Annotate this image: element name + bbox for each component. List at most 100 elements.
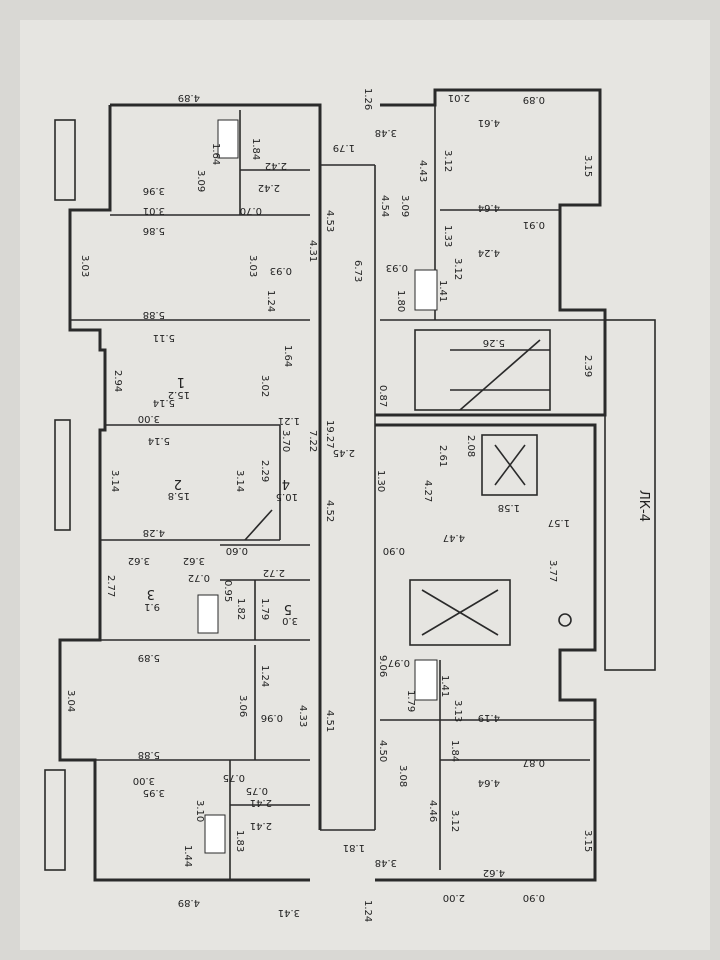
dim-label: 4.53 (324, 210, 335, 232)
dim-label: 2.39 (582, 355, 593, 377)
dim-label: 0.93 (270, 265, 292, 276)
dim-label: 1.79 (333, 142, 355, 153)
dim-label: 1.26 (362, 88, 373, 110)
dim-label: 1.64 (282, 345, 293, 367)
dim-label: 4.43 (417, 160, 428, 182)
dim-label: 0.60 (226, 545, 248, 556)
dim-label: 3.09 (195, 170, 206, 192)
right-wing (375, 88, 656, 882)
dim-label: 2.77 (105, 575, 116, 597)
section-label: ЛК-4 (636, 490, 651, 522)
dim-label: 3.00 (138, 413, 160, 424)
dim-label: 3.12 (452, 258, 463, 280)
bathroom-tile-3 (204, 814, 226, 854)
dim-label: 0.72 (188, 572, 210, 583)
dim-label: 5.89 (138, 652, 160, 663)
dim-label: 3.00 (133, 775, 155, 786)
dim-label: 4.47 (443, 532, 465, 543)
dim-label: 4.54 (379, 195, 390, 217)
dim-label: 4.24 (478, 247, 500, 258)
dim-label: 4.33 (297, 705, 308, 727)
dim-label: 3.70 (280, 430, 291, 452)
dim-label: 0.93 (386, 262, 408, 273)
dim-label: 3.04 (65, 690, 76, 712)
dim-label: 1.57 (548, 517, 570, 528)
dim-label: 3.12 (442, 150, 453, 172)
dim-label: 1.79 (405, 690, 416, 712)
paper-sheet (20, 20, 710, 950)
dim-label: 1.41 (439, 675, 450, 697)
dim-label: 3.95 (143, 787, 165, 798)
dim-label: 3.01 (143, 205, 165, 216)
dim-label: 1.83 (234, 830, 245, 852)
dim-label: 1.24 (362, 900, 373, 922)
dim-label: 3.13 (452, 700, 463, 722)
dim-label: 1.82 (235, 598, 246, 620)
dim-label: 1.41 (437, 280, 448, 302)
dim-label: 1.30 (375, 470, 386, 492)
dim-label: 0.75 (246, 785, 268, 796)
dim-label: 0.90 (383, 545, 405, 556)
dim-label: 3.06 (237, 695, 248, 717)
dim-label: 5.88 (143, 309, 165, 320)
dim-label: 6.73 (352, 260, 363, 282)
dim-label: 5.11 (153, 332, 175, 343)
dim-label: 3.96 (143, 185, 165, 196)
dim-label: 3.77 (547, 560, 558, 582)
dim-label: 5.88 (138, 749, 160, 760)
dim-label: 3.14 (109, 470, 120, 492)
dim-label: 2.45 (333, 447, 355, 458)
dim-label: 3.14 (234, 470, 245, 492)
dim-label: 5.86 (143, 225, 165, 236)
room-2-area: 15.8 (168, 490, 190, 501)
dim-label: 2.41 (250, 820, 272, 831)
dim-label: 2.42 (265, 160, 287, 171)
dim-label: 3.48 (375, 857, 397, 868)
dim-label: 2.29 (259, 460, 270, 482)
dim-label: 0.87 (523, 757, 545, 768)
dim-label: 1.80 (395, 290, 406, 312)
dim-label: 3.03 (247, 255, 258, 277)
bathroom-tile-4 (414, 269, 438, 311)
dim-label: 3.03 (79, 255, 90, 277)
bathroom-tile-2 (197, 594, 219, 634)
dim-label: 0.75 (223, 772, 245, 783)
dim-label: 1.81 (343, 842, 365, 853)
dim-label: 4.51 (324, 710, 335, 732)
dim-label: 1.79 (259, 598, 270, 620)
dim-label: 2.94 (112, 370, 123, 392)
room-3-number: 3 (147, 586, 155, 601)
room-2-number: 2 (174, 476, 182, 491)
dim-label: 19.27 (324, 420, 335, 449)
bathroom-tile-5 (414, 659, 438, 701)
dim-label: 4.27 (422, 480, 433, 502)
dim-label: 0.97 (388, 657, 410, 668)
room-3-area: 9.1 (144, 601, 160, 612)
dim-label: 0.96 (261, 712, 283, 723)
dim-label: 1.84 (449, 740, 460, 762)
dim-label: 4.89 (178, 92, 200, 103)
dim-label: 1.24 (265, 290, 276, 312)
dim-label: 1.33 (442, 225, 453, 247)
dim-label: 4.89 (178, 897, 200, 908)
dim-label: 0.89 (523, 94, 545, 105)
dim-label: 3.15 (582, 830, 593, 852)
dim-label: 0.95 (222, 580, 233, 602)
dim-label: 4.64 (478, 777, 500, 788)
dim-label: 3.08 (397, 765, 408, 787)
dim-label: 3.62 (128, 555, 150, 566)
dim-label: 0.70 (240, 205, 262, 216)
dim-label: 4.50 (377, 740, 388, 762)
dim-label: 2.61 (437, 445, 448, 467)
dimension-labels: 4.89 4.89 1.64 1.84 2.42 2.42 3.09 3.96 … (65, 88, 593, 922)
dim-label: 4.62 (483, 867, 505, 878)
dim-label: 3.15 (582, 155, 593, 177)
dim-label: 5.26 (483, 337, 505, 348)
room-1-area: 15.2 (168, 389, 190, 400)
dim-label: 0.91 (523, 219, 545, 230)
dim-label: 2.00 (443, 892, 465, 903)
dim-label: 4.52 (324, 500, 335, 522)
room-5-number: 5 (284, 601, 292, 616)
dim-label: 3.02 (259, 375, 270, 397)
dim-label: 3.10 (194, 800, 205, 822)
